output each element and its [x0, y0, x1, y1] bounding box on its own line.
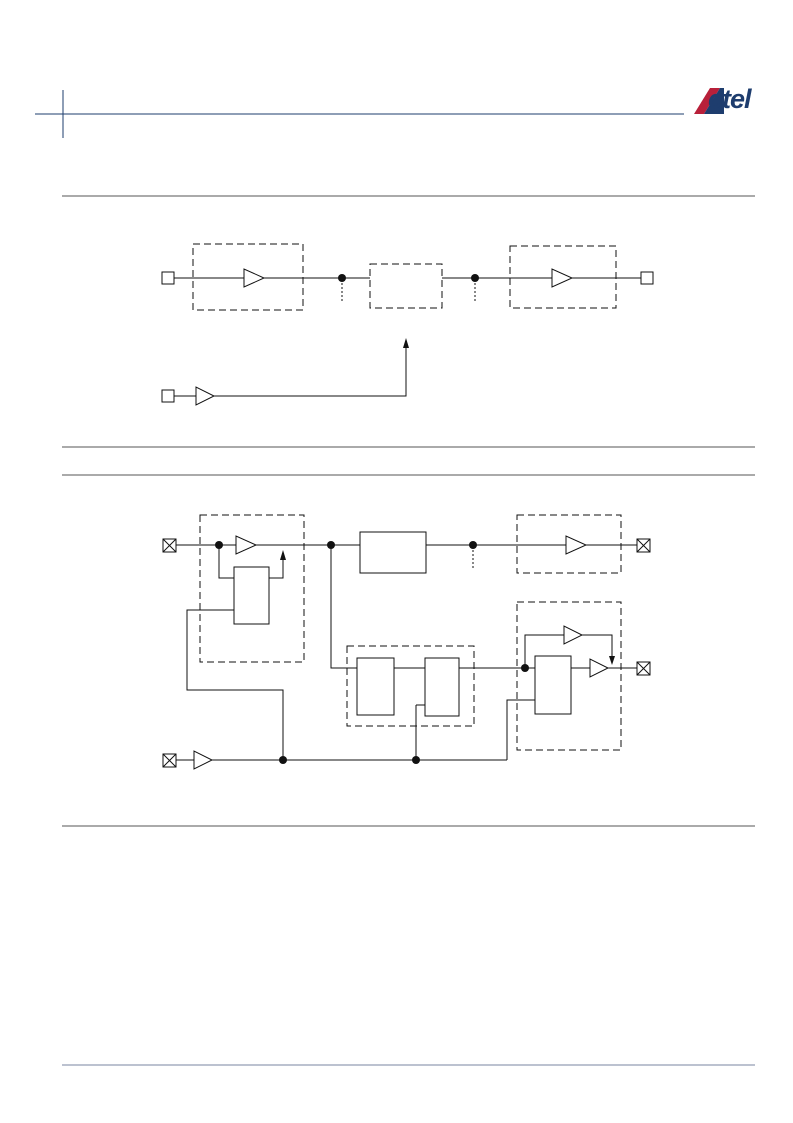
register-path-feed [330, 545, 357, 669]
output-pad [640, 271, 654, 285]
dashed-block-output [509, 245, 617, 309]
input-pad-x [162, 538, 177, 553]
junction-node-2 [471, 274, 479, 282]
input-register-arrowhead [280, 550, 286, 560]
clock-pad-x [162, 753, 177, 768]
logo-red-mark [694, 88, 720, 114]
input-register-feed [218, 545, 234, 579]
input-register-clock [186, 609, 284, 760]
input-register-out [269, 558, 284, 579]
output-buffer-triangle [551, 268, 574, 288]
register-a-block [356, 657, 395, 716]
tristate-enable-arrowhead [609, 656, 615, 665]
actel-logo [694, 88, 724, 114]
lower-node-output [469, 541, 477, 549]
dashed-block-input [192, 243, 304, 311]
core-logic-block [359, 531, 427, 574]
dashed-block-output-io [516, 514, 622, 574]
control-pad [161, 389, 175, 403]
logo-navy-mark [704, 88, 724, 114]
lower-output-buffer [565, 535, 588, 555]
input-register-block [233, 566, 270, 625]
dashed-block-input-io [199, 514, 305, 663]
control-buffer-triangle [195, 386, 216, 406]
clock-buffer [193, 750, 214, 770]
control-line-b [214, 346, 407, 397]
dashed-block-tristate-io [516, 601, 622, 751]
clock-node-2 [412, 756, 420, 764]
tristate-feedback-path [524, 634, 564, 668]
lower-input-buffer [235, 535, 258, 555]
header-crop-mark [35, 90, 684, 138]
junction-node-1 [338, 274, 346, 282]
upper-block-diagram [161, 243, 654, 406]
dashed-block-register-pair [346, 645, 475, 727]
output-register-clock [506, 699, 535, 760]
control-arrowhead [403, 338, 409, 348]
register-b-block [424, 657, 460, 717]
output-register-block [534, 655, 572, 715]
logo-wordmark: ctel [708, 84, 752, 114]
dashed-block-middle [369, 263, 443, 309]
tristate-enable-line [582, 634, 613, 658]
clock-node-1 [279, 756, 287, 764]
input-pad [161, 271, 175, 285]
input-buffer-triangle [243, 268, 266, 288]
lower-block-diagram [162, 514, 651, 770]
tristate-enable-buffer [563, 625, 584, 645]
bidir-pad-x [636, 661, 651, 676]
output-pad-x [636, 538, 651, 553]
tristate-output-buffer [589, 658, 610, 678]
